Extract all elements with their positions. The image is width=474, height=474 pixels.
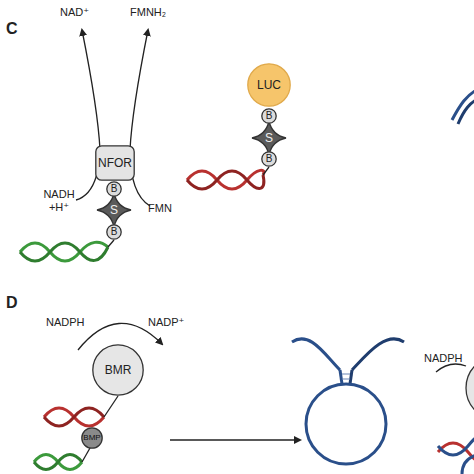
dna-strand	[438, 437, 474, 455]
dna-strand	[187, 167, 269, 189]
compound-label: NADP⁺	[148, 316, 184, 329]
compound-label: NADH +H⁺	[42, 188, 76, 213]
compound-label: NADPH	[46, 316, 85, 329]
node-text: LUC	[257, 79, 281, 91]
dna-hairpin	[292, 339, 404, 464]
node-text: NFOR	[98, 157, 132, 169]
reaction-arrow	[130, 30, 150, 206]
node-text: B	[266, 111, 273, 121]
dna-strand	[34, 448, 90, 470]
dna-strand	[458, 98, 474, 124]
panel-label: D	[6, 294, 18, 312]
dna-strand	[44, 396, 118, 426]
node-text: S	[265, 132, 273, 144]
biotin-circle: B	[106, 181, 122, 197]
node-text: B	[111, 184, 118, 194]
node-text: BMR	[105, 364, 132, 376]
compound-label: FMNH₂	[130, 6, 166, 19]
panel-label: C	[6, 20, 18, 38]
compound-label: FMN	[148, 202, 172, 215]
enzyme-circle: BMP	[81, 427, 103, 449]
dna-strand	[20, 240, 114, 261]
biotin-circle: B	[261, 108, 277, 124]
process-arrow	[170, 439, 300, 441]
biotin-circle: B	[261, 151, 277, 167]
compound-label: NADPH	[424, 352, 463, 365]
luciferase-circle: LUC	[247, 63, 291, 107]
enzyme-circle: BMR	[92, 344, 144, 396]
biotin-circle: B	[106, 224, 122, 240]
compound-label: NAD⁺	[60, 6, 89, 19]
streptavidin-symbol: S	[251, 120, 287, 156]
streptavidin-symbol: S	[96, 192, 132, 228]
reaction-arrow	[436, 364, 466, 372]
enzyme-circle	[466, 356, 474, 420]
node-text: B	[111, 227, 118, 237]
enzyme-box: NFOR	[95, 145, 135, 181]
node-text: BMP	[83, 434, 100, 442]
node-text: S	[110, 204, 118, 216]
node-text: B	[266, 154, 273, 164]
dna-strand	[462, 454, 474, 474]
